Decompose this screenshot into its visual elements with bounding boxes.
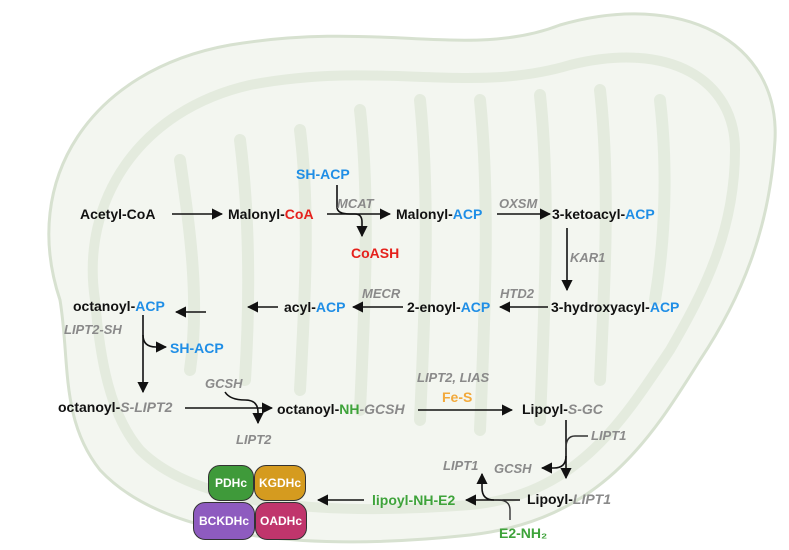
enzyme-lipt2-lias: LIPT2, LIAS	[417, 370, 490, 385]
enzyme-lipt1-left: LIPT1	[443, 458, 479, 473]
octanoyl-acp-suffix: ACP	[135, 298, 165, 314]
metabolite-lipoyl-lipt1: Lipoyl-LIPT1	[527, 491, 611, 507]
octanoyl-s-lipt2-prefix: octanoyl-	[58, 399, 121, 415]
metabolite-malonyl-acp: Malonyl-ACP	[396, 206, 482, 222]
enzyme-lipt1-right: LIPT1	[591, 428, 627, 443]
malonyl-coa-suffix: CoA	[284, 206, 314, 222]
metabolite-acetyl-coa: Acetyl-CoA	[80, 206, 156, 222]
malonyl-coa-prefix: Malonyl-	[228, 206, 285, 222]
enzyme-gcsh: GCSH	[205, 376, 243, 391]
hydroxyacyl-suffix: ACP	[649, 299, 680, 315]
enzyme-lipt2: LIPT2	[236, 432, 272, 447]
complex-bckdhc: BCKDHc	[193, 502, 255, 540]
lipoyl-lipt1-suffix: LIPT1	[572, 491, 612, 507]
enzyme-lipt2-sh: LIPT2-SH	[64, 322, 122, 337]
malonyl-acp-suffix: ACP	[452, 206, 483, 222]
metabolite-octanoyl-nh-gcsh: octanoyl-NH-GCSH	[277, 401, 405, 417]
complex-kgdhc: KGDHc	[254, 465, 306, 501]
ketoacyl-prefix: 3-ketoacyl-	[552, 206, 626, 222]
acyl-prefix: acyl-	[284, 299, 316, 315]
cristae-folds	[174, 84, 671, 436]
octanoyl-s-lipt2-suffix: S-LIPT2	[120, 399, 173, 415]
lipoyl-s-gc-prefix: Lipoyl-	[522, 401, 568, 417]
arrow-to-shacp-left	[142, 334, 168, 353]
enzyme-mecr: MECR	[362, 286, 401, 301]
acyl-suffix: ACP	[315, 299, 346, 315]
octanoyl-nh-suffix: -GCSH	[359, 401, 405, 417]
octanoyl-nh-prefix: octanoyl-	[277, 401, 340, 417]
enoyl-suffix: ACP	[460, 299, 491, 315]
metabolite-lipoyl-nh-e2: lipoyl-NH-E2	[372, 492, 456, 508]
arrow-shacp-coash	[336, 185, 368, 238]
metabolite-acyl-acp: acyl-ACP	[284, 299, 345, 315]
hydroxyacyl-prefix: 3-hydroxyacyl-	[551, 299, 650, 315]
metabolite-e2-nh2: E2-NH₂	[499, 525, 548, 541]
enzyme-mcat: MCAT	[337, 196, 374, 211]
metabolite-lipoyl-s-gc: Lipoyl-S-GC	[522, 401, 603, 417]
metabolite-octanoyl-s-lipt2: octanoyl-S-LIPT2	[58, 399, 172, 415]
arrow-lipt1-in	[565, 435, 588, 449]
metabolite-sh-acp-top: SH-ACP	[296, 166, 350, 182]
enzyme-htd2: HTD2	[500, 286, 534, 301]
enzyme-gcsh-right: GCSH	[494, 461, 532, 476]
malonyl-acp-prefix: Malonyl-	[396, 206, 453, 222]
complex-pdhc: PDHc	[208, 465, 254, 501]
cofactor-fe-s: Fe-S	[442, 389, 473, 405]
metabolite-malonyl-coa: Malonyl-CoA	[228, 206, 314, 222]
mitochondrion-outer-membrane	[47, 12, 777, 544]
metabolite-coash: CoASH	[351, 245, 400, 261]
lipoyl-s-gc-suffix: S-GC	[567, 401, 603, 417]
arrow-gcsh-lipt2-release	[224, 391, 264, 425]
arrow-gcsh-out	[540, 455, 567, 474]
enzyme-oxsm: OXSM	[499, 196, 538, 211]
metabolite-3-ketoacyl-acp: 3-ketoacyl-ACP	[552, 206, 655, 222]
metabolite-2-enoyl-acp: 2-enoyl-ACP	[407, 299, 490, 315]
arrow-e2nh2-in	[497, 499, 511, 520]
arrow-lipt1-release	[476, 472, 495, 501]
metabolite-3-hydroxyacyl-acp: 3-hydroxyacyl-ACP	[551, 299, 679, 315]
metabolite-sh-acp-left: SH-ACP	[170, 340, 224, 356]
enoyl-prefix: 2-enoyl-	[407, 299, 461, 315]
octanoyl-acp-prefix: octanoyl-	[73, 298, 136, 314]
complex-oadhc: OADHc	[255, 502, 307, 540]
enzyme-kar1: KAR1	[570, 250, 606, 265]
ketoacyl-suffix: ACP	[625, 206, 655, 222]
octanoyl-nh-mid: NH	[339, 401, 360, 417]
metabolite-octanoyl-acp: octanoyl-ACP	[73, 298, 165, 314]
lipoyl-lipt1-prefix: Lipoyl-	[527, 491, 573, 507]
